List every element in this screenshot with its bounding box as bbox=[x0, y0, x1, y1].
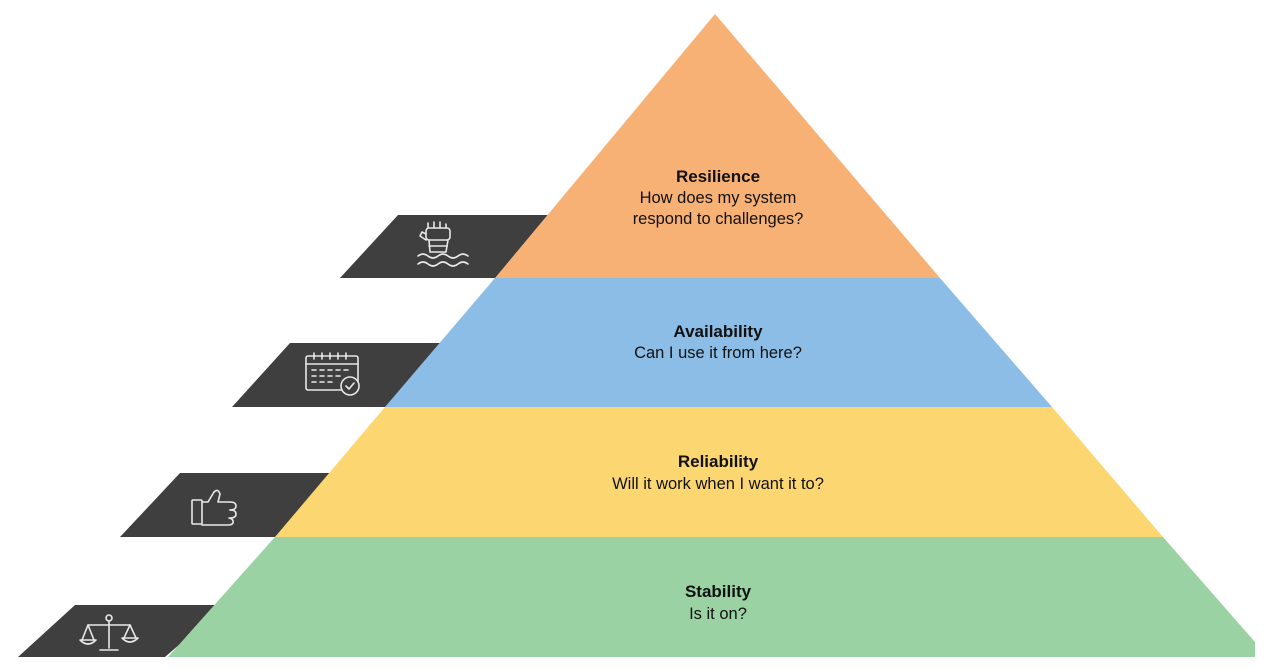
resilience-line-1: How does my system bbox=[640, 189, 797, 207]
calendar-check-icon bbox=[305, 352, 360, 396]
level-resilience bbox=[495, 14, 940, 278]
availability-line-1: Can I use it from here? bbox=[634, 344, 802, 362]
tab-stability bbox=[18, 605, 225, 657]
resilience-title: Resilience bbox=[676, 167, 760, 186]
balance-scale-icon bbox=[79, 614, 139, 651]
availability-title: Availability bbox=[673, 322, 763, 341]
tab-availability bbox=[232, 343, 445, 407]
stability-title: Stability bbox=[685, 582, 752, 601]
level-stability bbox=[168, 537, 1255, 657]
reliability-line-1: Will it work when I want it to? bbox=[612, 475, 824, 493]
level-reliability bbox=[275, 407, 1163, 537]
raised-fist-icon bbox=[417, 221, 469, 267]
level-availability bbox=[385, 278, 1052, 407]
thumbs-up-icon bbox=[191, 489, 237, 526]
reliability-title: Reliability bbox=[678, 452, 759, 471]
tab-reliability bbox=[120, 473, 335, 537]
tab-resilience bbox=[340, 215, 560, 278]
stability-line-1: Is it on? bbox=[689, 605, 747, 623]
resilience-line-2: respond to challenges? bbox=[633, 210, 804, 228]
